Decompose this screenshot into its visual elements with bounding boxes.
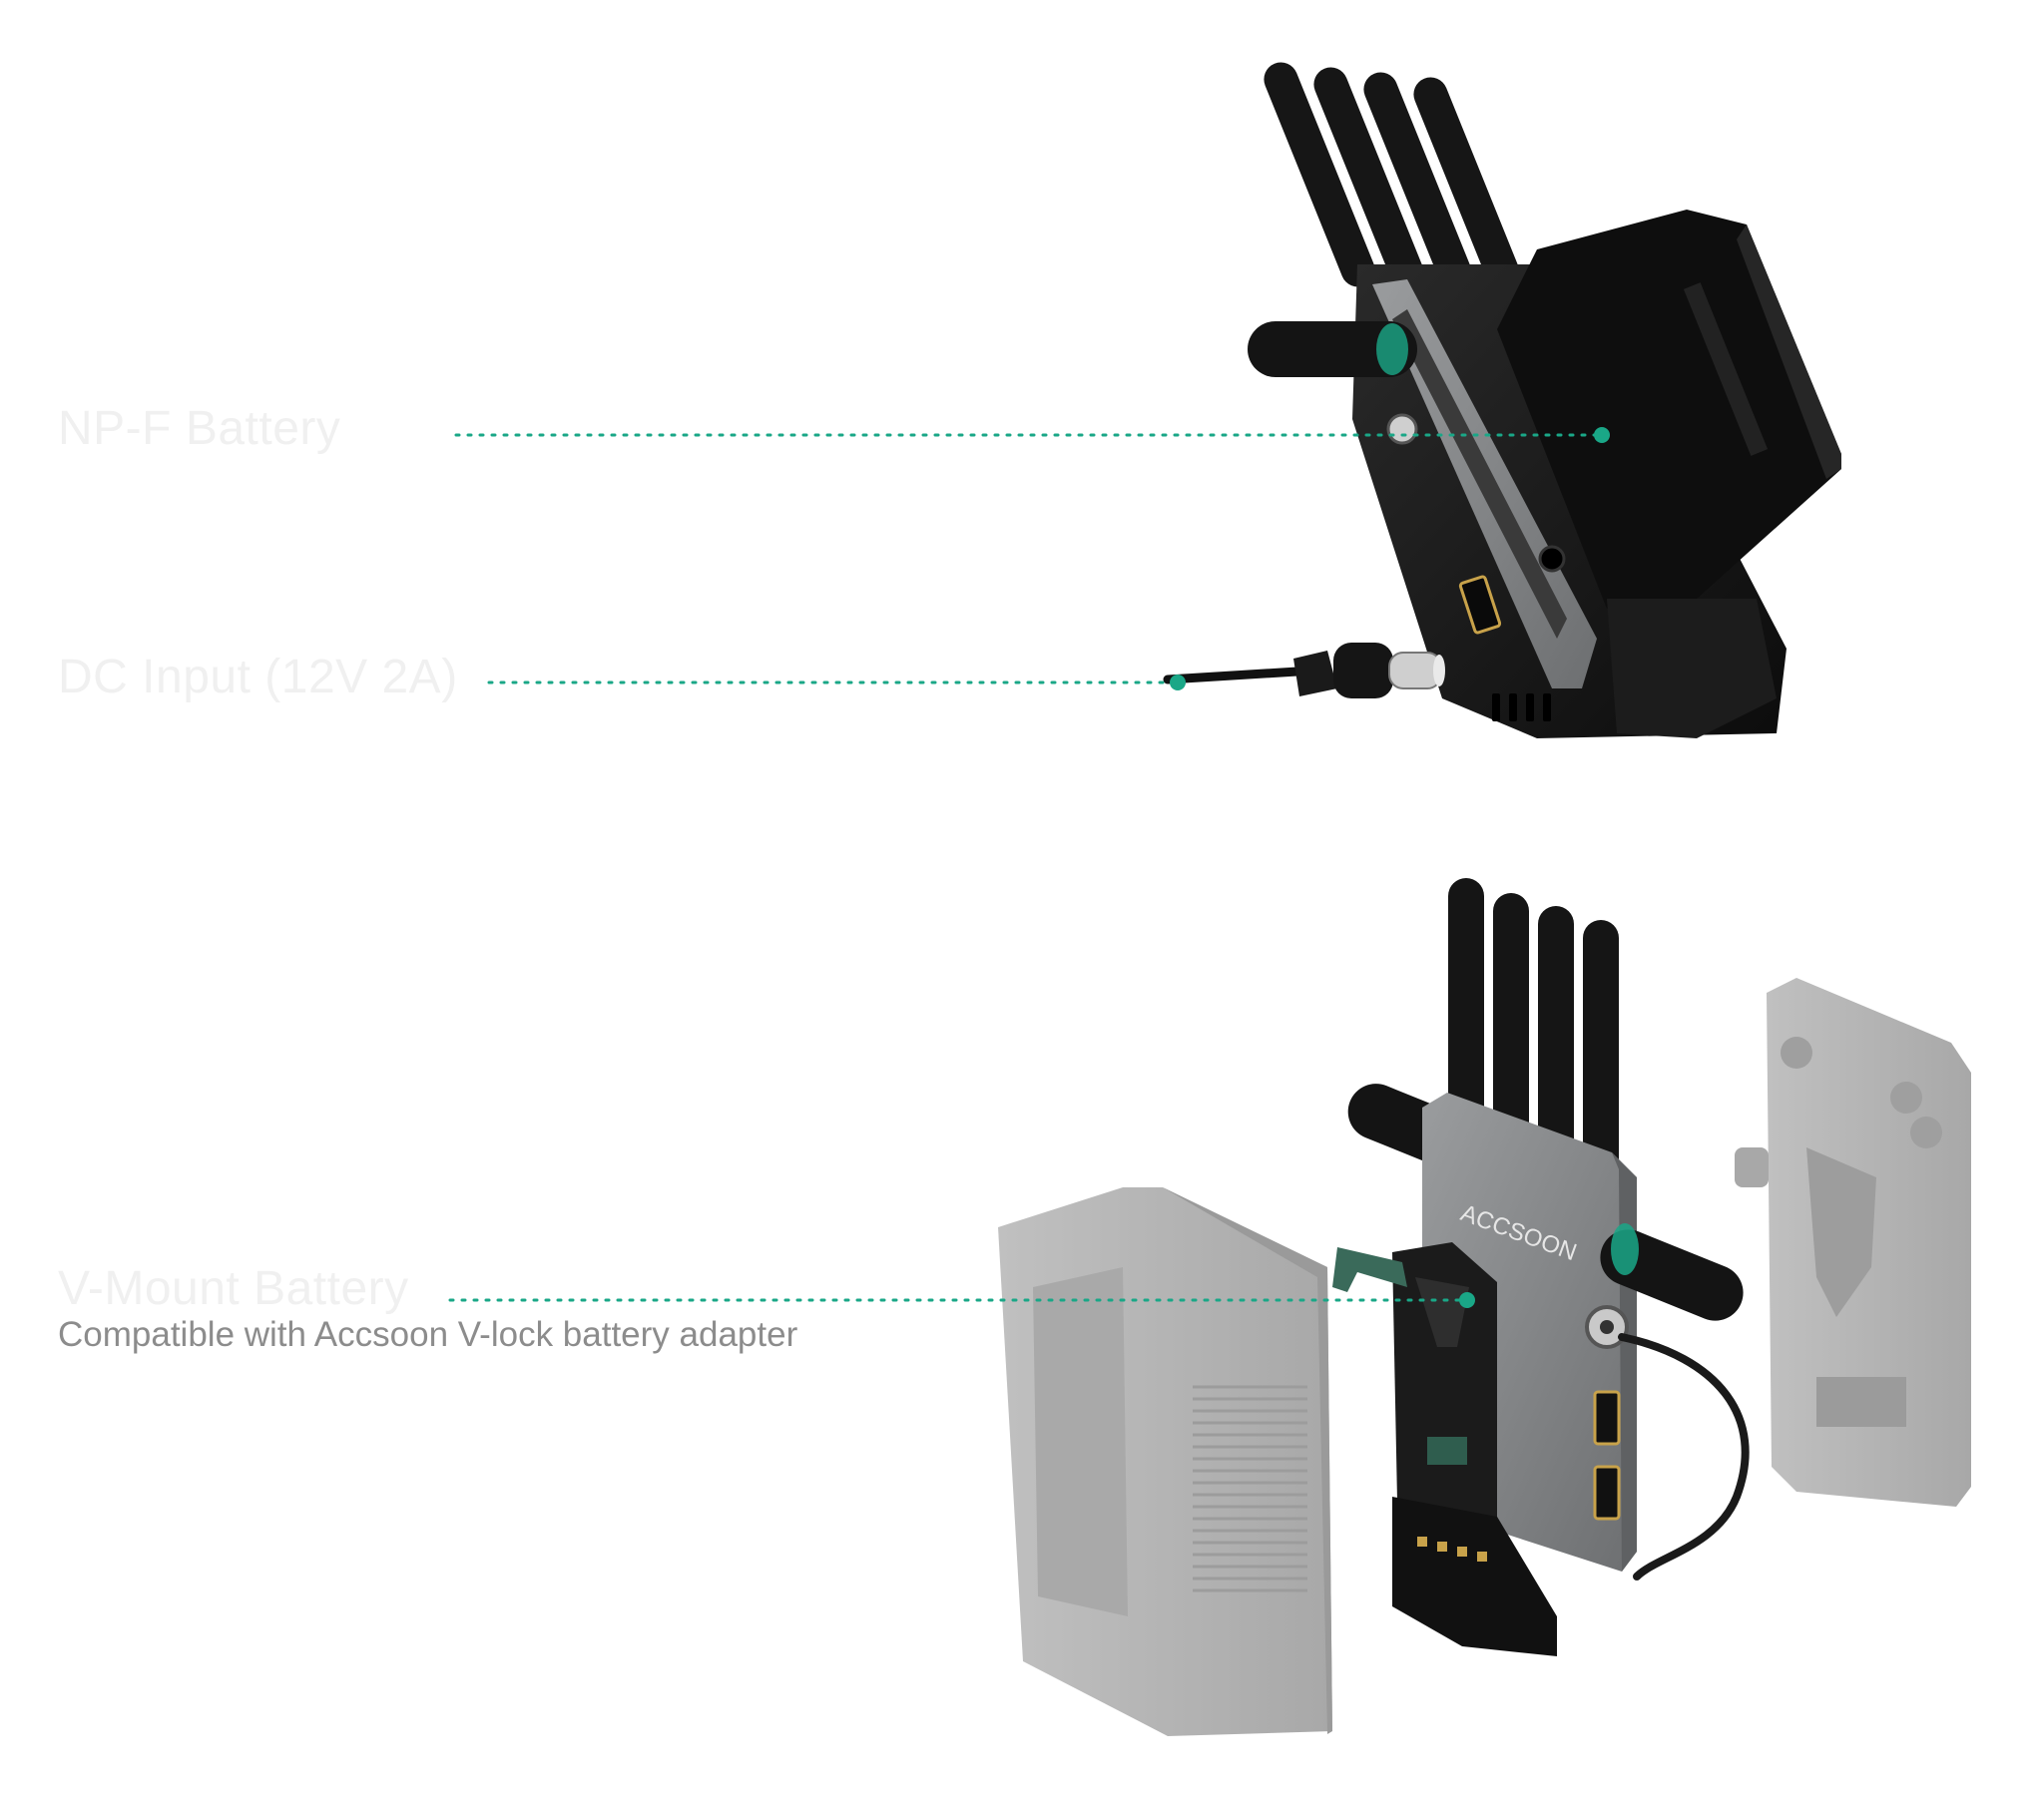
hdmi-port-icon [1593, 1390, 1621, 1446]
vlock-plate-ghost [1735, 978, 1971, 1507]
vmount-battery-ghost [998, 1187, 1332, 1736]
dc-input-label: DC Input (12V 2A) [58, 651, 458, 703]
hdmi-port-icon [1593, 1465, 1621, 1521]
callout-npf [454, 427, 1610, 443]
hdmi-port-icon [1458, 575, 1502, 635]
callout-vmount [448, 1292, 1475, 1308]
battery-icon [1497, 210, 1841, 609]
top-transmitter [1163, 62, 1841, 738]
callout-dot [1170, 675, 1186, 690]
callout-dot [1459, 1292, 1475, 1308]
antenna-icon [1448, 878, 1619, 1189]
bottom-transmitter: ACCSOON [1332, 878, 1750, 1656]
connector-icon [1163, 643, 1445, 698]
npf-battery-label: NP-F Battery [58, 402, 341, 455]
callout-dc [487, 675, 1186, 690]
callout-dot [1594, 427, 1610, 443]
vmount-battery-label: V-Mount Battery [58, 1262, 409, 1315]
antenna-icon [1264, 62, 1525, 302]
vmount-compat-note: Compatible with Accsoon V-lock battery a… [58, 1315, 798, 1354]
